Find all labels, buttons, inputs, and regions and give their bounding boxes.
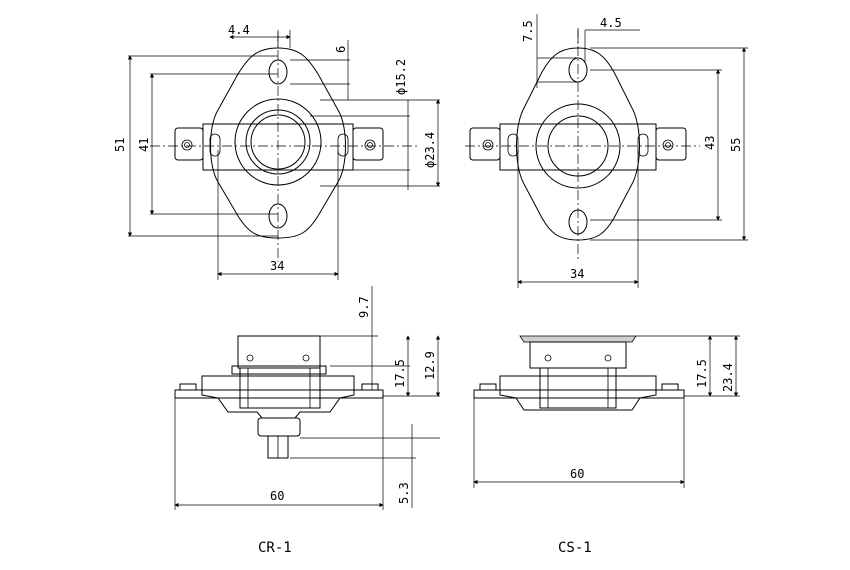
cs1-flange-width-label: 34: [570, 267, 584, 281]
cs1-side-view: 17.5 23.4 60: [473, 335, 740, 488]
cr1-slot-height-label: 6: [334, 46, 348, 53]
cr1-stem-length-label: 5.3: [397, 482, 411, 504]
cs1-body-height-label: 17.5: [695, 359, 709, 388]
cr1-caption: CR-1: [258, 540, 292, 556]
cs1-slot-offset-label: 4.5: [600, 16, 622, 30]
cs1-caption: CS-1: [558, 540, 592, 556]
cr1-total-height-label: 12.9: [423, 351, 437, 380]
cr1-flange-width-label: 34: [270, 259, 284, 273]
cs1-top-view: 4.5 7.5 43 55 34: [465, 14, 748, 288]
cr1-cap-height-label: 9.7: [357, 296, 371, 318]
cr1-outer-height-label: 51: [113, 138, 127, 152]
cr1-slot-offset-label: 4.4: [228, 23, 250, 37]
cr1-base-width-label: 60: [270, 489, 284, 503]
cs1-hole-pitch-label: 43: [703, 136, 717, 150]
cr1-top-view: 4.4 51 41 6 ϕ15.2 ϕ23.4 34: [113, 23, 441, 280]
cr1-hole-pitch-label: 41: [137, 138, 151, 152]
cs1-outer-height-label: 55: [729, 138, 743, 152]
cs1-total-height-label: 23.4: [721, 363, 735, 392]
cs1-base-width-label: 60: [570, 467, 584, 481]
cr1-body-height-label: 17.5: [393, 359, 407, 388]
cr1-side-view: 9.7 17.5 12.9 5.3 60: [174, 286, 441, 510]
cr1-inner-diameter-label: ϕ15.2: [394, 59, 408, 95]
cr1-outer-diameter-label: ϕ23.4: [423, 132, 437, 168]
cs1-slot-height-label: 7.5: [521, 20, 535, 42]
